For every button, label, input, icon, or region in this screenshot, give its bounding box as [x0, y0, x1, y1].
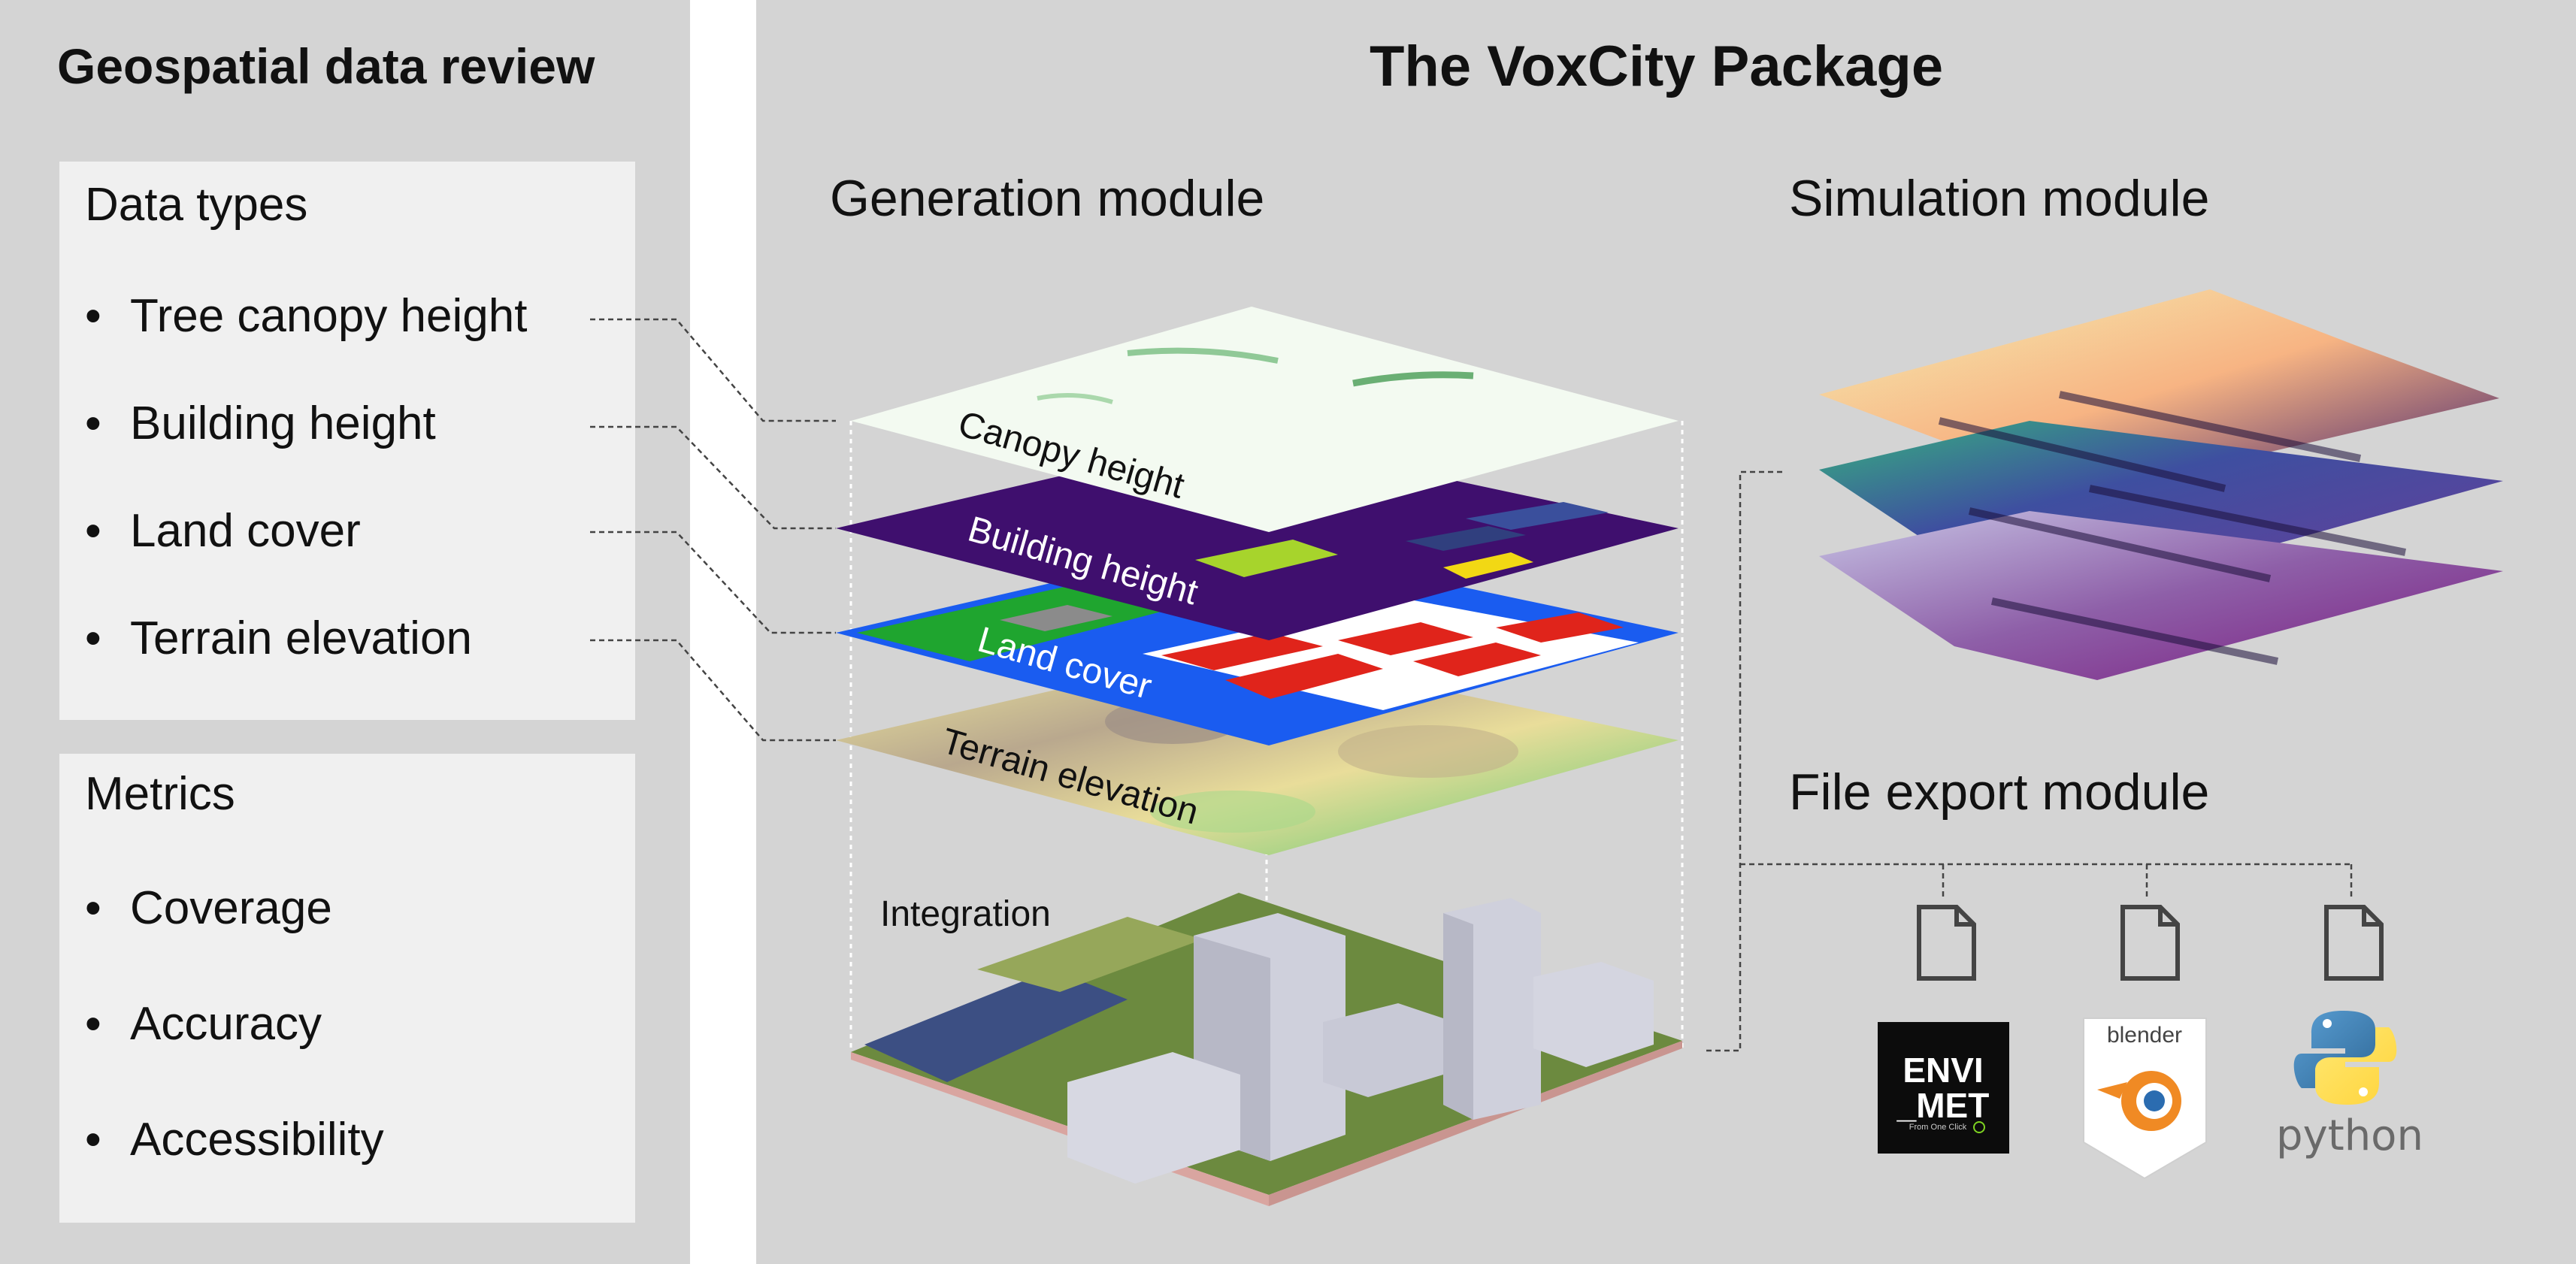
left-panel: Geospatial data review Data types • Tree …	[0, 0, 690, 1264]
connector-canopy	[590, 318, 836, 422]
bullet: •	[85, 998, 101, 1050]
data-types-heading: Data types	[85, 179, 308, 231]
bullet: •	[85, 1114, 101, 1166]
export-file-icons	[1917, 905, 2384, 981]
blender-logo-icon: blender	[2083, 1018, 2207, 1180]
left-panel-title: Geospatial data review	[57, 38, 595, 94]
metric-label: Accessibility	[130, 1114, 384, 1166]
simulation-layer-3	[1819, 511, 2503, 680]
python-logo-icon: python	[2276, 1011, 2423, 1160]
data-type-item: • Land cover	[85, 504, 361, 558]
data-type-label: Building height	[130, 398, 436, 449]
metric-label: Accuracy	[130, 998, 322, 1050]
metric-item: • Coverage	[85, 881, 332, 935]
envimet-tagline: From One Click	[1909, 1123, 1967, 1132]
data-type-item: • Terrain elevation	[85, 612, 472, 665]
connector-building	[590, 425, 836, 530]
generation-module-title: Generation module	[830, 170, 1265, 227]
data-types-box: Data types • Tree canopy height • Building…	[59, 162, 635, 720]
python-text: python	[2276, 1111, 2423, 1160]
bullet: •	[85, 505, 101, 557]
envimet-logo-icon: ENVI _MET From One Click	[1878, 1022, 2009, 1154]
file-icon	[1917, 905, 1976, 981]
blender-text: blender	[2107, 1023, 2182, 1048]
layer-connectors	[590, 318, 2353, 1052]
connector-integration	[1706, 470, 1783, 1052]
right-panel-title: The VoxCity Package	[1370, 35, 1944, 98]
bullet: •	[85, 398, 101, 449]
bullet: •	[85, 290, 101, 342]
envimet-text-1: ENVI	[1902, 1051, 1983, 1090]
bullet: •	[85, 612, 101, 664]
integration-model: Integration	[851, 893, 1682, 1206]
metrics-heading: Metrics	[85, 768, 235, 820]
connector-landcover	[590, 531, 836, 634]
simulation-layers	[1819, 289, 2503, 680]
envimet-text-2: _MET	[1896, 1086, 1990, 1125]
metric-label: Coverage	[130, 882, 332, 934]
data-type-label: Terrain elevation	[130, 612, 472, 664]
integration-label: Integration	[880, 894, 1051, 934]
metrics-box: Metrics • Coverage • Accuracy • Accessibili…	[59, 754, 635, 1223]
file-icon	[2324, 905, 2384, 981]
data-type-label: Land cover	[130, 505, 361, 557]
data-type-label: Tree canopy height	[130, 290, 528, 342]
data-type-item: • Building height	[85, 397, 436, 450]
simulation-module-title: Simulation module	[1789, 170, 2210, 227]
metric-item: • Accuracy	[85, 997, 322, 1051]
connector-terrain	[590, 639, 836, 742]
data-type-item: • Tree canopy height	[85, 289, 527, 343]
land-cover-layer: Land cover	[836, 540, 1678, 745]
metric-item: • Accessibility	[85, 1113, 384, 1166]
bullet: •	[85, 882, 101, 934]
file-icon	[2120, 905, 2180, 981]
file-export-module-title: File export module	[1789, 764, 2210, 821]
